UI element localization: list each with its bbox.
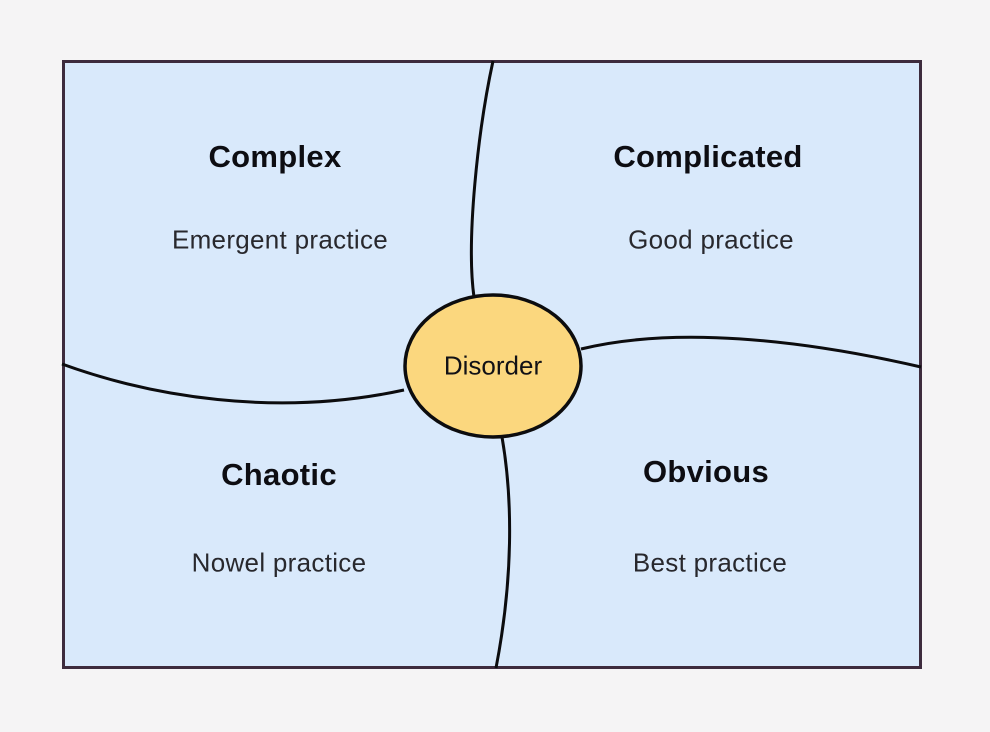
quadrant-complicated-subtitle: Good practice — [628, 224, 794, 255]
quadrant-complex-title: Complex — [208, 139, 342, 174]
quadrant-obvious-subtitle: Best practice — [632, 547, 788, 578]
quadrant-complicated-title: Complicated — [613, 139, 803, 174]
quadrant-chaotic-subtitle: Nowel practice — [191, 547, 367, 578]
quadrant-complex-subtitle: Emergent practice — [171, 224, 389, 255]
disorder-label: Disorder — [443, 350, 543, 381]
quadrant-obvious-title: Obvious — [642, 454, 770, 489]
quadrant-chaotic-title: Chaotic — [221, 457, 337, 492]
